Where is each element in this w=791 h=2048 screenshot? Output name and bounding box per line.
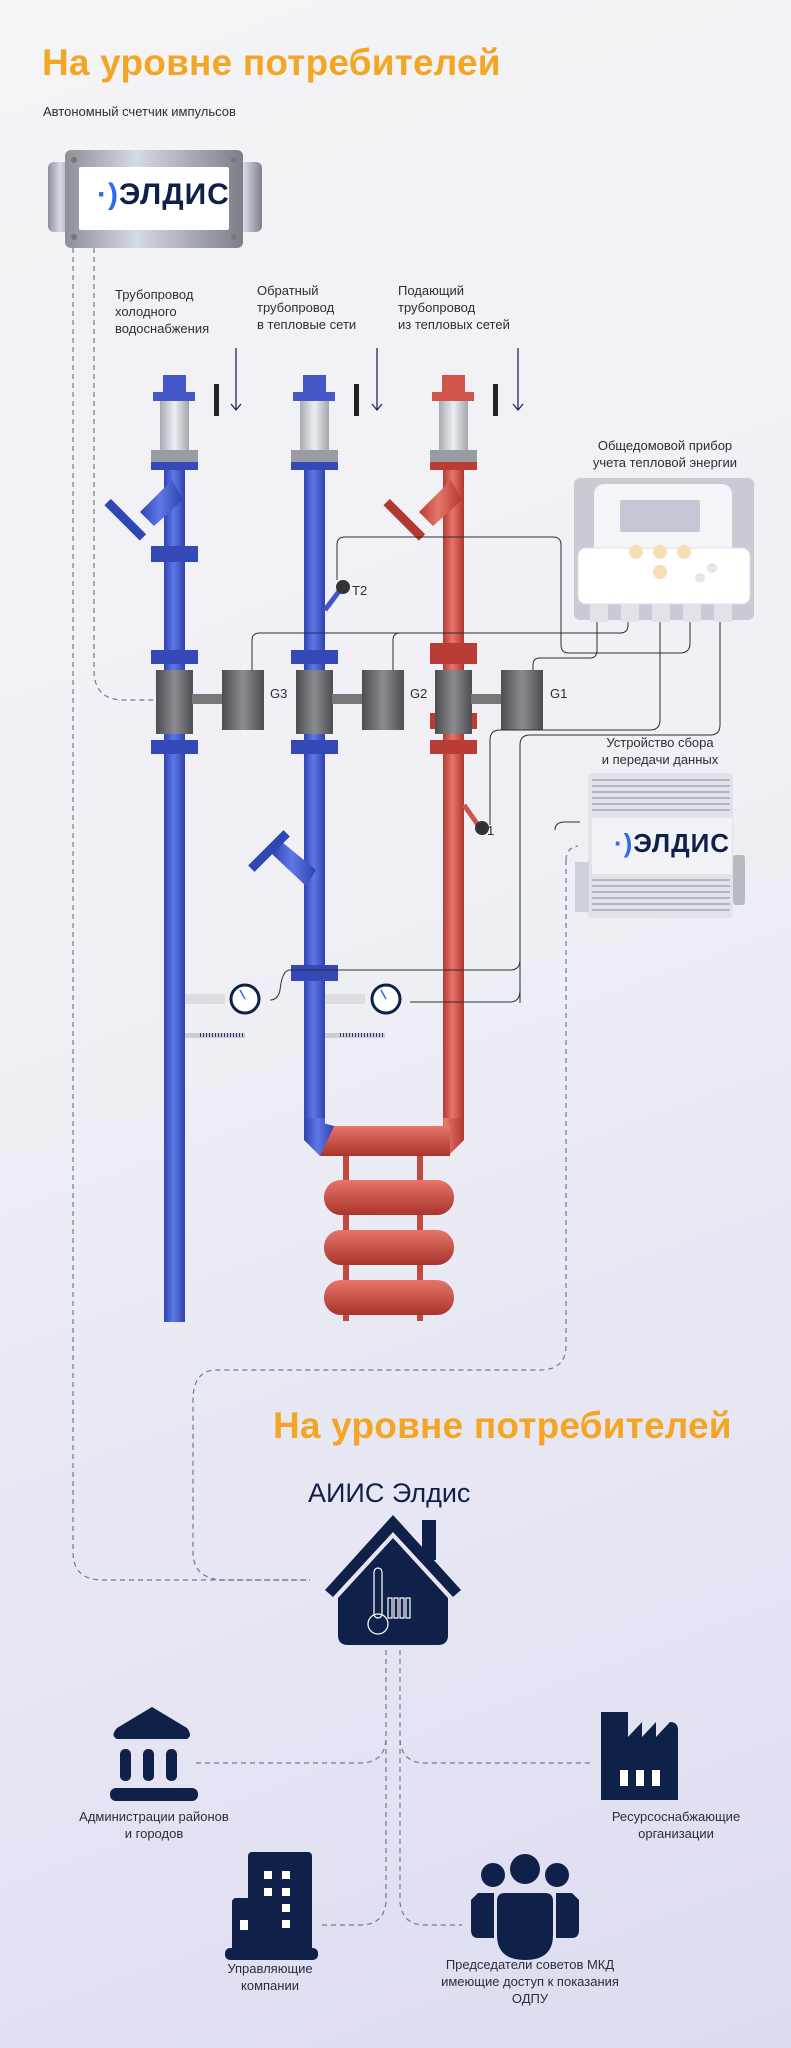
temperature-sensors (323, 580, 489, 835)
text: из тепловых сетей (398, 317, 510, 332)
text: Председатели советов МКД (445, 1957, 615, 1972)
section-title-top: На уровне потребителей (42, 42, 501, 83)
consumer-label-suppliers: Ресурсоснабжающие организации (576, 1808, 776, 1842)
pipe-label-return: Обратный трубопровод в тепловые сети (257, 282, 356, 333)
pressure-gauges (185, 983, 402, 1038)
data-collection-device (575, 773, 745, 918)
text: трубопровод (257, 300, 335, 315)
text: и городов (124, 1826, 184, 1841)
text: Общедомовой прибор (597, 438, 733, 453)
text: Управляющие (227, 1961, 313, 1976)
heat-meter-label: Общедомовой прибор учета тепловой энергии (570, 437, 760, 471)
sensor-t1: T1 (479, 823, 495, 838)
text: имеющие доступ к показания (441, 1974, 619, 1989)
text: учета тепловой энергии (592, 455, 738, 470)
sensor-g2: G2 (410, 686, 428, 701)
shutoff-valves (151, 375, 498, 462)
consumer-label-management: Управляющие компании (190, 1960, 350, 1994)
consumer-label-councils: Председатели советов МКД имеющие доступ к… (420, 1956, 640, 2007)
text: в тепловые сети (257, 317, 357, 332)
data-device-logo: ·)ЭЛДИС (614, 828, 731, 858)
pulse-counter-logo: ·)ЭЛДИС (97, 178, 230, 211)
signal-wires (251, 536, 721, 1003)
pipe-label-cold: Трубопровод холодного водоснабжения (115, 286, 209, 337)
text: компании (241, 1978, 299, 1993)
supply-pipe (304, 460, 464, 1156)
bank-icon (110, 1707, 198, 1801)
text: организации (638, 1826, 714, 1841)
text: и передачи данных (601, 752, 719, 767)
system-title: АИИС Элдис (308, 1478, 471, 1508)
return-pipe (248, 460, 334, 1156)
text: ОДПУ (511, 1991, 549, 2006)
text: Обратный (257, 283, 319, 298)
pulse-counter-device (48, 150, 262, 248)
text: трубопровод (398, 300, 476, 315)
text: Устройство сбора (606, 735, 714, 750)
people-icon (471, 1854, 579, 1960)
text: Ресурсоснабжающие (611, 1809, 741, 1824)
pipe-label-supply: Подающий трубопровод из тепловых сетей (398, 282, 510, 333)
pulse-counter-label: Автономный счетчик импульсов (43, 104, 236, 119)
dashed-links (72, 248, 592, 1926)
heat-meter-device (574, 478, 754, 622)
consumer-label-administrations: Администрации районов и городов (54, 1808, 254, 1842)
text: Подающий (398, 283, 465, 298)
text: Администрации районов (79, 1809, 229, 1824)
cold-water-pipe (104, 460, 185, 1322)
sensor-g1: G1 (550, 686, 568, 701)
aiis-house-icon (325, 1515, 461, 1645)
text: водоснабжения (115, 321, 210, 336)
building-icon (225, 1852, 318, 1960)
flow-arrows (230, 348, 524, 412)
factory-icon (601, 1712, 678, 1800)
text: Трубопровод (115, 287, 194, 302)
flow-meters (151, 650, 543, 754)
data-device-label: Устройство сбора и передачи данных (565, 734, 755, 768)
text: холодного (115, 304, 177, 319)
sensor-t2: T2 (352, 583, 368, 598)
section-title-bottom: На уровне потребителей (273, 1405, 732, 1446)
radiator (324, 1156, 454, 1321)
sensor-g3: G3 (270, 686, 288, 701)
